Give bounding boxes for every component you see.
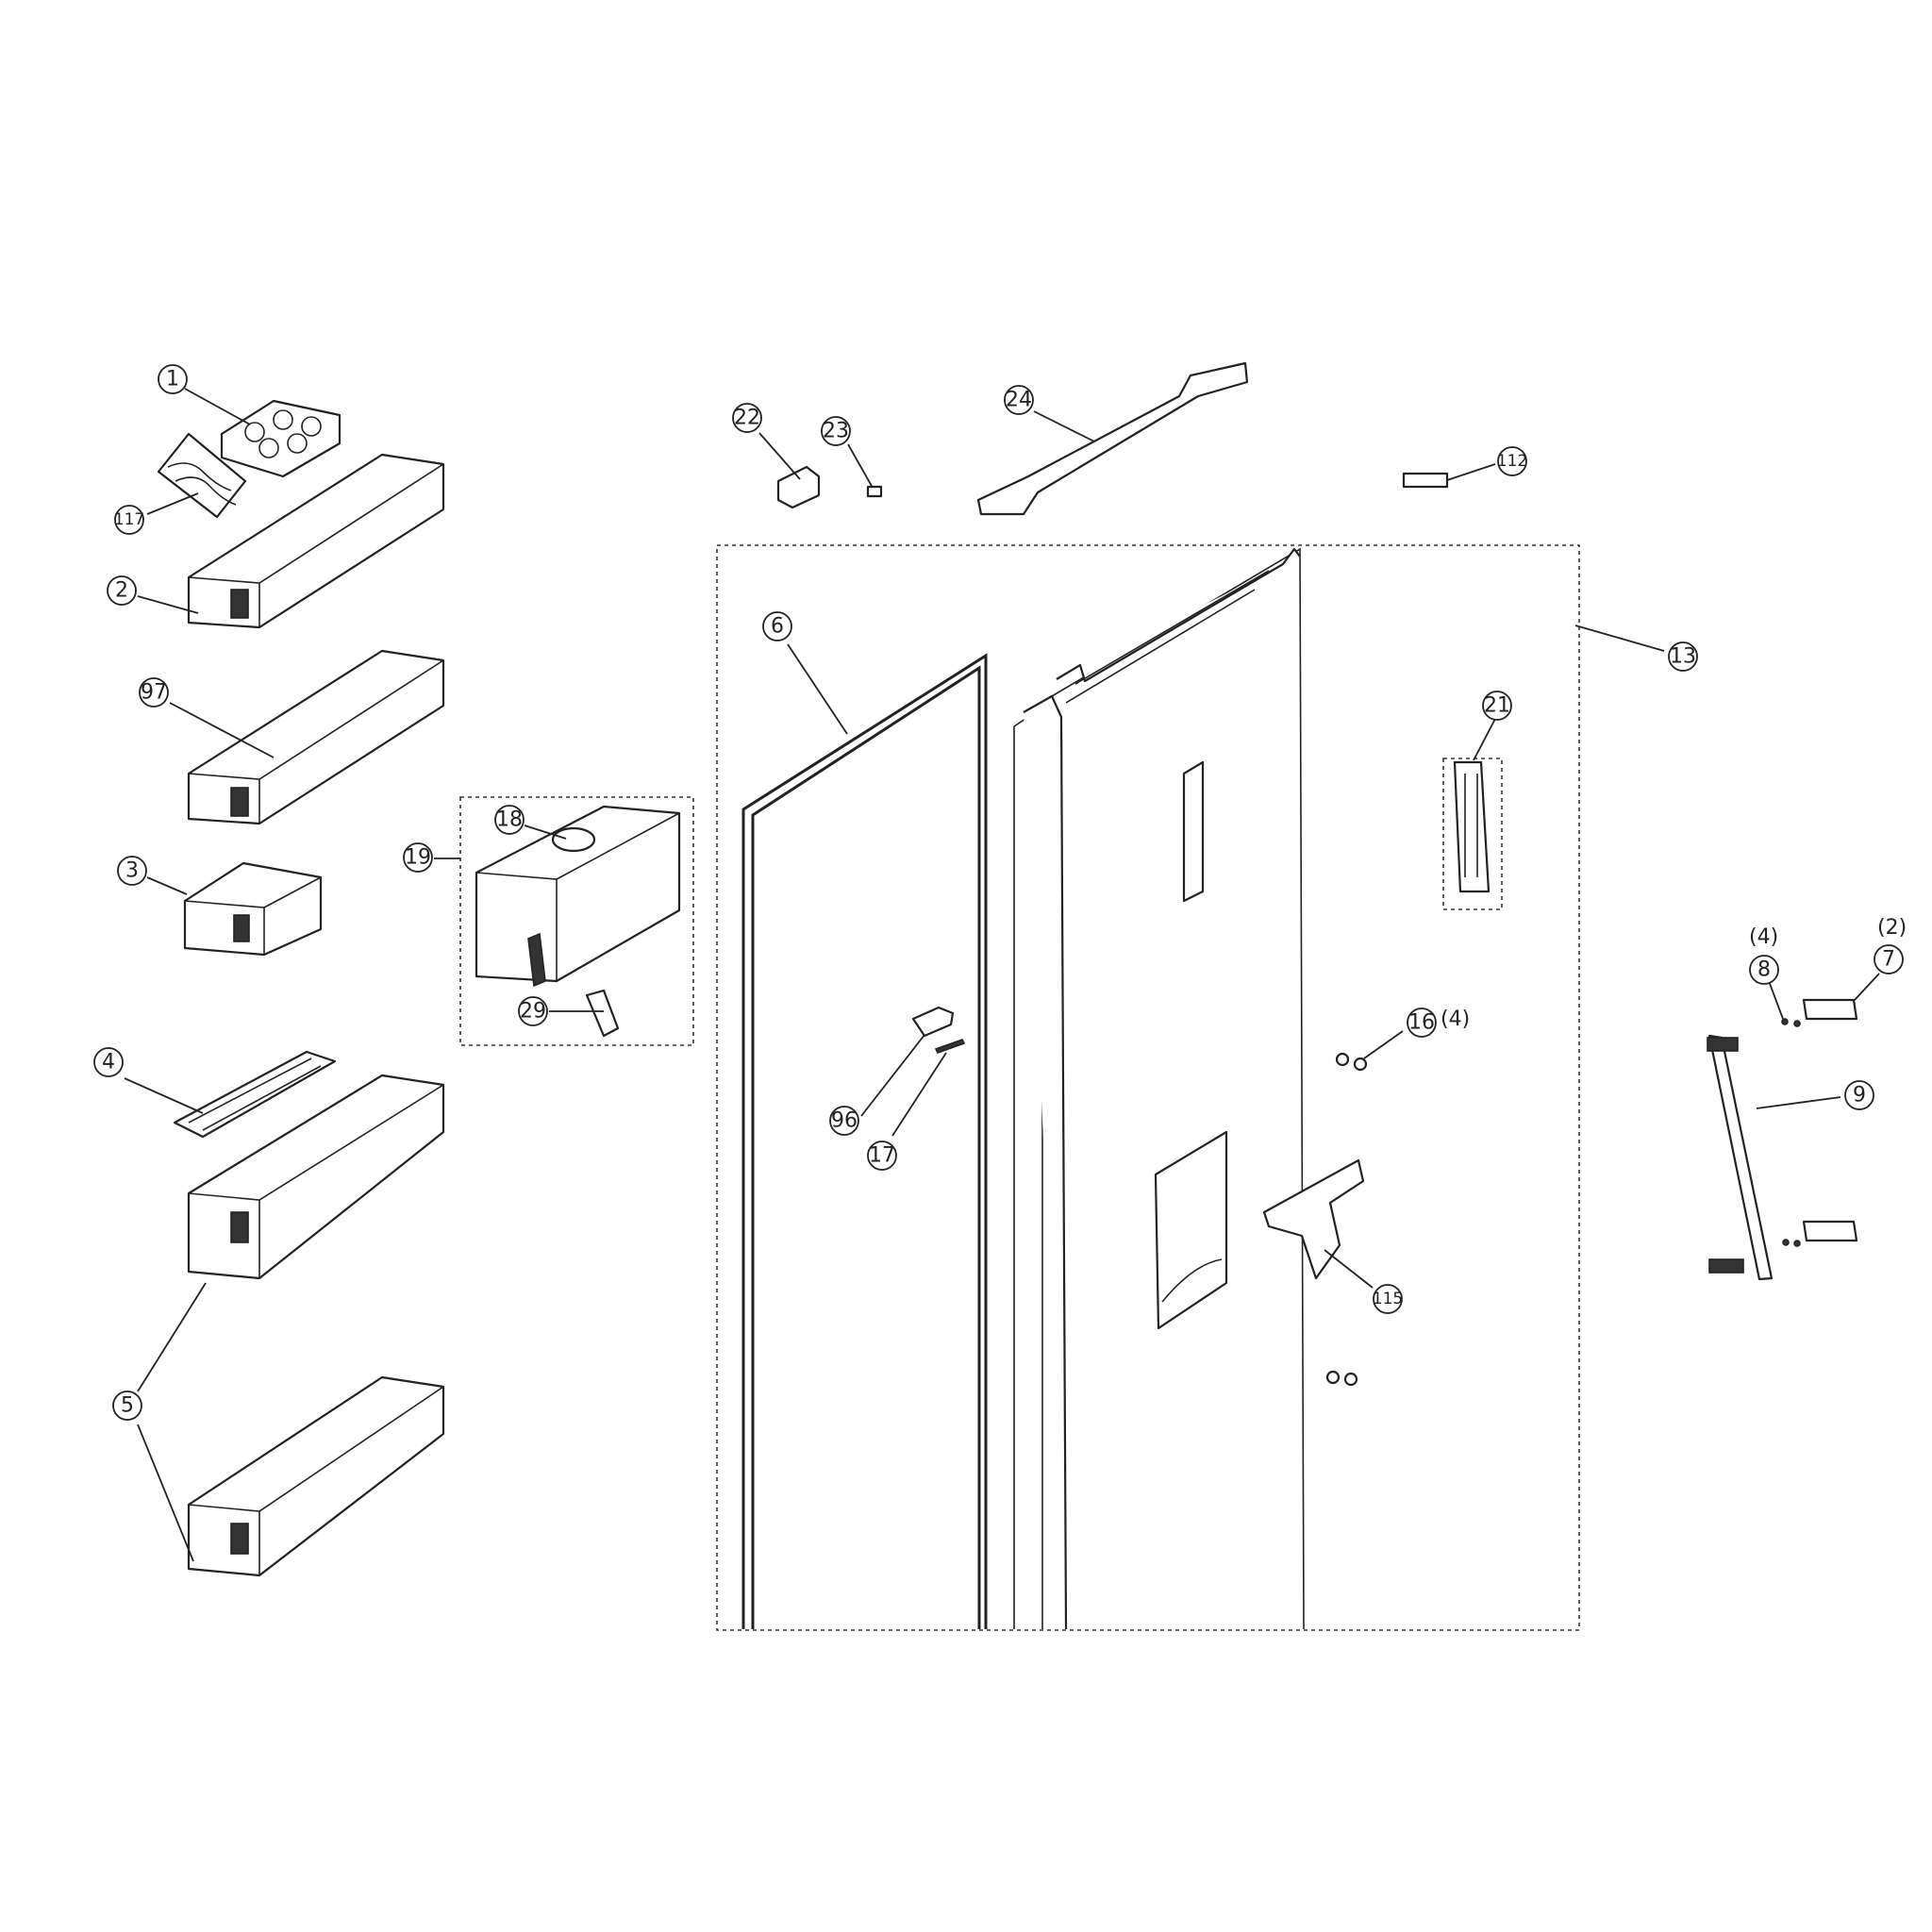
callout-18: 18 [494,805,525,835]
lower-hinge [1262,1158,1365,1280]
water-tank [475,805,681,1038]
door-bin-97 [187,649,445,825]
callout-label: 19 [405,846,431,870]
quantity-8: (4) [1749,925,1778,949]
callout-label: 8 [1757,958,1771,982]
callout-label: 3 [125,859,139,883]
callout-3: 3 [117,856,147,886]
callout-label: 17 [869,1144,895,1168]
handle-screws [1781,1018,1801,1247]
door-bin-2 [187,453,445,629]
dispenser-recess [1154,1130,1228,1330]
callout-112: 112 [1497,446,1527,476]
callout-label: 115 [1373,1290,1403,1308]
hinge-cover-group-boundary [1442,758,1503,910]
callout-label: 24 [1006,389,1032,412]
callout-96: 96 [829,1106,859,1136]
can-rack [173,1050,337,1139]
callout-7: 7 [1874,944,1904,974]
callout-label: 22 [734,407,760,430]
callout-19: 19 [403,842,433,873]
callout-1: 1 [158,364,188,394]
callout-13: 13 [1668,641,1698,672]
callout-label: 117 [114,510,144,529]
callout-21: 21 [1482,691,1512,721]
callout-6: 6 [762,611,792,641]
callout-label: 29 [520,1000,546,1024]
callout-115: 115 [1373,1284,1403,1314]
callout-4: 4 [93,1047,124,1077]
wine-rack [157,432,247,519]
callout-label: 16 [1408,1011,1435,1035]
callout-label: 112 [1497,452,1527,471]
callout-label: 13 [1670,645,1696,669]
callout-24: 24 [1004,385,1034,415]
door-inner-liner [1013,547,1305,1630]
quantity-16: (4) [1441,1008,1470,1031]
small-door-bin [183,861,323,957]
callout-5: 5 [112,1391,142,1421]
callout-label: 4 [102,1051,115,1074]
callout-label: 2 [115,579,128,603]
callout-label: 5 [121,1394,134,1418]
hinge-cover-part [1453,760,1491,893]
egg-tray [220,399,341,478]
hinge-pad [866,485,883,498]
callout-label: 9 [1853,1084,1866,1108]
callout-label: 21 [1484,694,1510,718]
callout-label: 7 [1882,948,1895,972]
callout-label: 6 [771,615,784,639]
door-gasket [741,653,988,1629]
leader-lines [124,388,1880,1562]
handle-end-cap [1802,998,1858,1242]
hinge-bracket [776,465,821,509]
callout-2: 2 [107,575,137,606]
callout-97: 97 [139,677,169,708]
door-bracket-upper [1182,760,1205,903]
callout-29: 29 [518,996,548,1026]
door-assembly-boundary [716,544,1580,1631]
label-sticker [1402,472,1449,489]
callout-117: 117 [114,505,144,535]
callout-label: 96 [831,1109,858,1133]
quantity-7: (2) [1877,916,1907,940]
callout-label: 97 [141,681,167,705]
door-bin-5-upper [187,1074,445,1280]
top-hinge-cover [976,361,1249,516]
callout-9: 9 [1844,1080,1874,1110]
water-tank-group-boundary [459,796,694,1046]
callout-label: 1 [166,368,179,391]
door-screws [1325,1052,1368,1387]
callout-8: 8 [1749,955,1779,985]
callout-16: 16 [1407,1008,1437,1038]
callout-22: 22 [732,403,762,433]
gasket-clip [911,1006,966,1054]
door-bin-5-lower [187,1375,445,1577]
door-handle [1707,1034,1774,1281]
callout-17: 17 [867,1141,897,1171]
callout-label: 23 [823,420,849,443]
callout-label: 18 [496,808,523,832]
callout-23: 23 [821,416,851,446]
